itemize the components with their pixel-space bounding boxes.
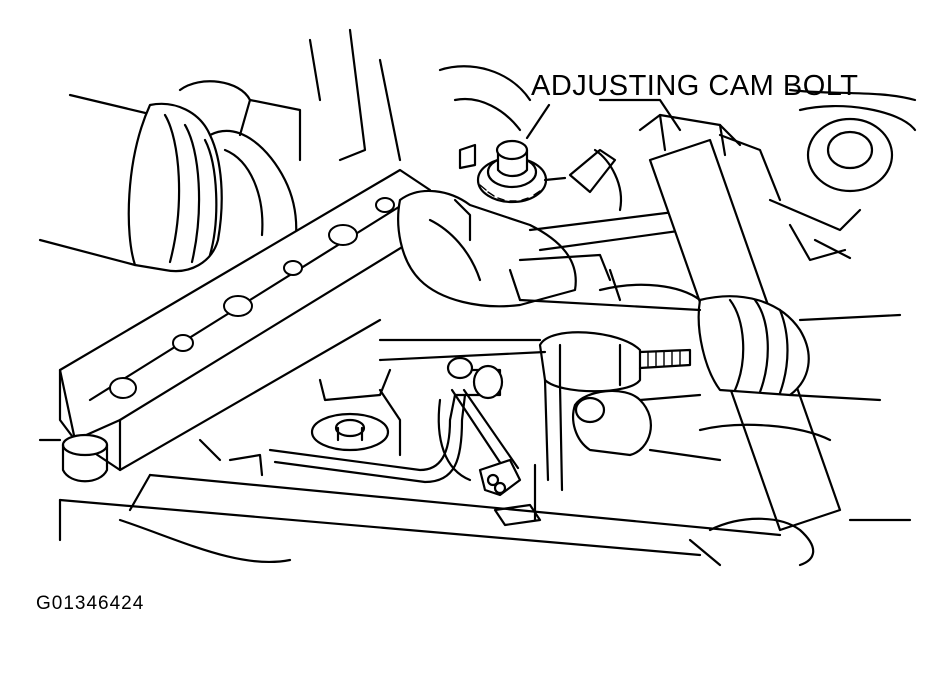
arm-bushing: [574, 396, 606, 424]
link-bushing: [472, 364, 504, 400]
frame-hole: [109, 377, 137, 399]
mount-bolt: [334, 418, 366, 438]
frame-hole: [328, 224, 358, 246]
adjusting-cam-bolt: [458, 103, 567, 204]
link-ball-joint-top: [446, 356, 474, 380]
callout-label: ADJUSTING CAM BOLT: [531, 70, 859, 102]
link-nut: [486, 473, 500, 487]
figure-id: G01346424: [36, 593, 145, 614]
lower-frame-rail: [38, 433, 782, 564]
background-outlines: [378, 98, 912, 567]
wheel-hub: [768, 88, 917, 262]
frame-hole: [375, 197, 395, 213]
stabilizer-link: [446, 356, 542, 527]
right-drive-boot: [598, 283, 902, 402]
center-brace: [508, 253, 622, 492]
hub-inner: [826, 130, 874, 170]
link-nut: [493, 481, 507, 495]
drive-shaft-boot: [38, 80, 302, 273]
left-lower-mount: [198, 368, 402, 477]
callout-leader: [525, 103, 551, 140]
upper-arm-assembly: [308, 28, 577, 308]
upper-rod: [528, 148, 702, 252]
lower-arm: [538, 331, 722, 462]
cross-member: [58, 168, 432, 472]
cam-bolt-head: [495, 139, 529, 161]
frame-hole: [223, 295, 253, 317]
frame-hole: [172, 334, 194, 352]
stabilizer-bar: [268, 393, 472, 484]
frame-hole: [283, 260, 303, 276]
bushing-top: [61, 433, 109, 457]
